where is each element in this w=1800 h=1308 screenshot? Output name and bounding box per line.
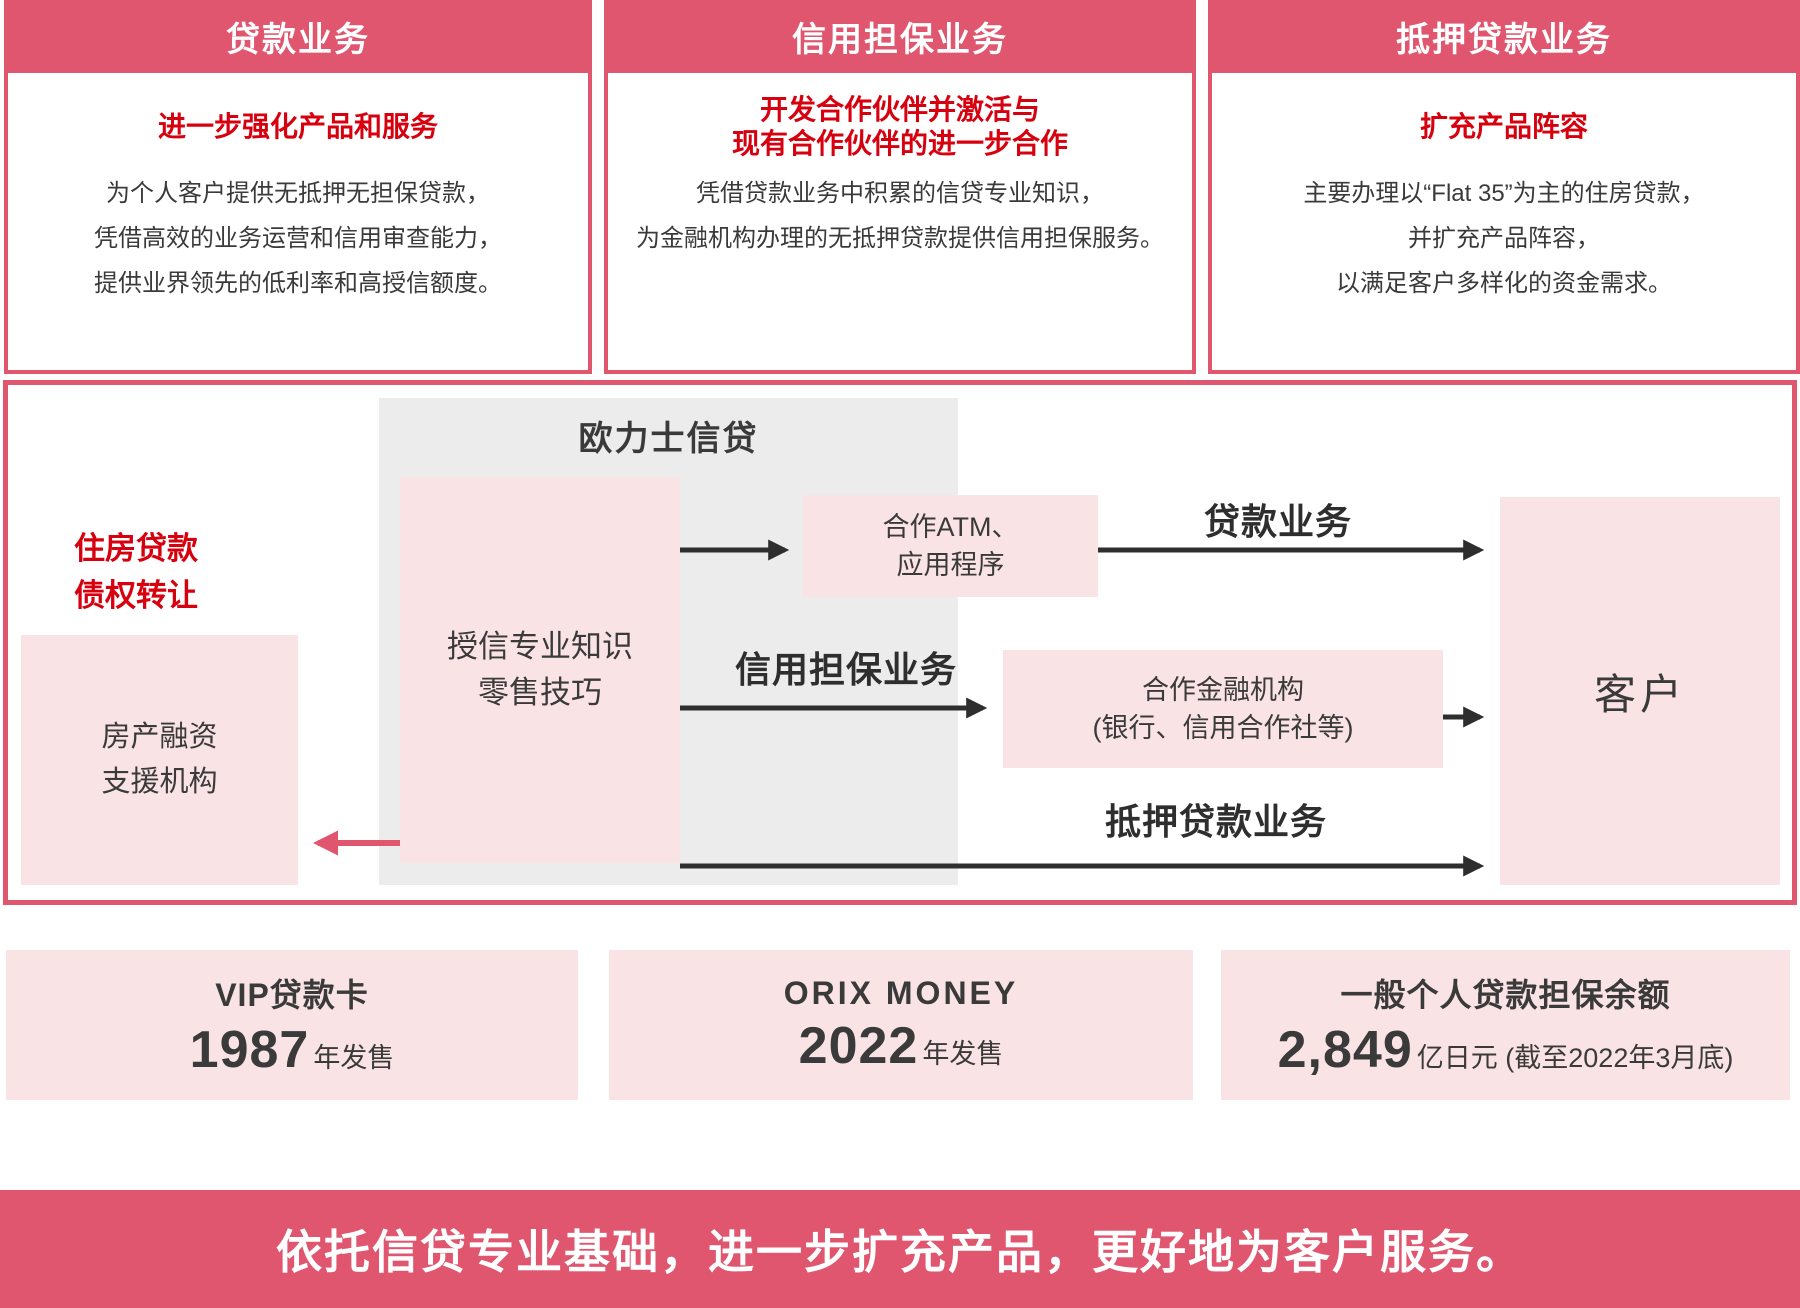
left-label-line: 债权转让 [74,578,198,613]
column-subtitle-loan: 进一步强化产品和服务 [158,91,438,163]
flow-arrows-svg [312,539,1485,877]
top-column-loan: 贷款业务 进一步强化产品和服务 为个人客户提供无抵押无担保贷款， 凭借高效的业务… [4,0,592,374]
stat-title: VIP贷款卡 [215,977,369,1013]
atm-box-line: 应用程序 [896,550,1005,580]
credit-expertise-box: 授信专业知识 零售技巧 [400,477,680,863]
stat-suffix: 亿日元 (截至2022年3月底) [1416,1043,1734,1073]
body-line: 为金融机构办理的无抵押贷款提供信用担保服务。 [636,225,1164,252]
stat-line: 1987 年发售 [190,1020,395,1080]
flow-diagram: 欧力士信贷 授信专业知识 零售技巧 住房贷款 债权转让 房产融资 支援机构 合作… [3,380,1797,905]
stat-value: 2022 [798,1016,919,1075]
partner-atm-app-box: 合作ATM、 应用程序 [803,495,1098,597]
body-line: 为个人客户提供无抵押无担保贷款， [106,180,490,207]
body-line: 以满足客户多样化的资金需求。 [1335,270,1672,297]
stat-orix-money: ORIX MONEY 2022 年发售 [609,950,1193,1100]
banner-text: 依托信贷专业基础，进一步扩充产品，更好地为客户服务。 [276,1226,1524,1278]
stat-title: 一般个人贷款担保余额 [1340,977,1671,1013]
flow-label-loan: 贷款业务 [1203,501,1353,542]
column-subtitle-guarantee: 开发合作伙伴并激活与 现有合作伙伴的进一步合作 [732,91,1068,163]
column-header-mortgage: 抵押贷款业务 [1208,0,1800,73]
column-header-loan: 贷款业务 [4,0,592,73]
customer-label: 客户 [1593,670,1686,718]
left-box-line: 房产融资 [101,721,218,753]
flow-label-guarantee: 信用担保业务 [734,649,958,690]
body-line: 提供业界领先的低利率和高授信额度。 [94,270,502,297]
subtitle-line: 扩充产品阵容 [1419,111,1588,142]
subtitle-line: 开发合作伙伴并激活与 [759,94,1040,125]
fin-box-line: 合作金融机构 [1142,675,1304,705]
top-column-mortgage: 抵押贷款业务 扩充产品阵容 主要办理以“Flat 35”为主的住房贷款， 并扩充… [1208,0,1800,374]
stat-title: ORIX MONEY [783,974,1019,1011]
fin-box-line: (银行、信用合作社等) [1092,713,1354,743]
stat-value: 2,849 [1277,1021,1413,1079]
column-subtitle-mortgage: 扩充产品阵容 [1420,91,1588,163]
body-line: 凭借高效的业务运营和信用审查能力， [94,225,502,252]
stat-suffix: 年发售 [313,1043,395,1073]
atm-box-line: 合作ATM、 [882,512,1019,542]
stat-guarantee-balance: 一般个人贷款担保余额 2,849 亿日元 (截至2022年3月底) [1221,950,1790,1100]
orix-credit-label: 欧力士信贷 [578,420,759,458]
column-header-guarantee: 信用担保业务 [604,0,1196,73]
partner-financial-institutions-box: 合作金融机构 (银行、信用合作社等) [1003,650,1443,768]
column-text-loan: 为个人客户提供无抵押无担保贷款， 凭借高效的业务运营和信用审查能力， 提供业界领… [94,171,502,306]
body-line: 凭借贷款业务中积累的信贷专业知识， [696,180,1104,207]
subtitle-line: 进一步强化产品和服务 [157,111,438,142]
column-body-mortgage: 扩充产品阵容 主要办理以“Flat 35”为主的住房贷款， 并扩充产品阵容， 以… [1208,73,1800,374]
stat-vip-card: VIP贷款卡 1987 年发售 [6,950,578,1100]
column-text-guarantee: 凭借贷款业务中积累的信贷专业知识， 为金融机构办理的无抵押贷款提供信用担保服务。 [636,171,1164,261]
stat-line: 2022 年发售 [799,1016,1004,1076]
body-line: 主要办理以“Flat 35”为主的住房贷款， [1303,180,1705,207]
stat-suffix: 年发售 [922,1038,1004,1069]
subtitle-line: 现有合作伙伴的进一步合作 [731,128,1068,159]
expertise-line: 零售技巧 [478,675,602,710]
left-box-line: 支援机构 [101,766,218,798]
top-column-guarantee: 信用担保业务 开发合作伙伴并激活与 现有合作伙伴的进一步合作 凭借贷款业务中积累… [604,0,1196,374]
expertise-line: 授信专业知识 [447,629,633,664]
body-line: 并扩充产品阵容， [1407,225,1600,252]
column-body-guarantee: 开发合作伙伴并激活与 现有合作伙伴的进一步合作 凭借贷款业务中积累的信贷专业知识… [604,73,1196,374]
housing-loan-transfer-label: 住房贷款 债权转让 [74,525,198,619]
customer-box: 客户 [1500,497,1780,885]
property-finance-support-box: 房产融资 支援机构 [21,635,298,885]
flow-label-mortgage: 抵押贷款业务 [1104,801,1328,842]
stat-value: 1987 [189,1021,310,1079]
column-text-mortgage: 主要办理以“Flat 35”为主的住房贷款， 并扩充产品阵容， 以满足客户多样化… [1303,171,1704,306]
left-label-line: 住房贷款 [74,531,198,566]
stat-line: 2,849 亿日元 (截至2022年3月底) [1278,1020,1734,1080]
bottom-banner: 依托信贷专业基础，进一步扩充产品，更好地为客户服务。 [0,1190,1800,1308]
column-body-loan: 进一步强化产品和服务 为个人客户提供无抵押无担保贷款， 凭借高效的业务运营和信用… [4,73,592,374]
